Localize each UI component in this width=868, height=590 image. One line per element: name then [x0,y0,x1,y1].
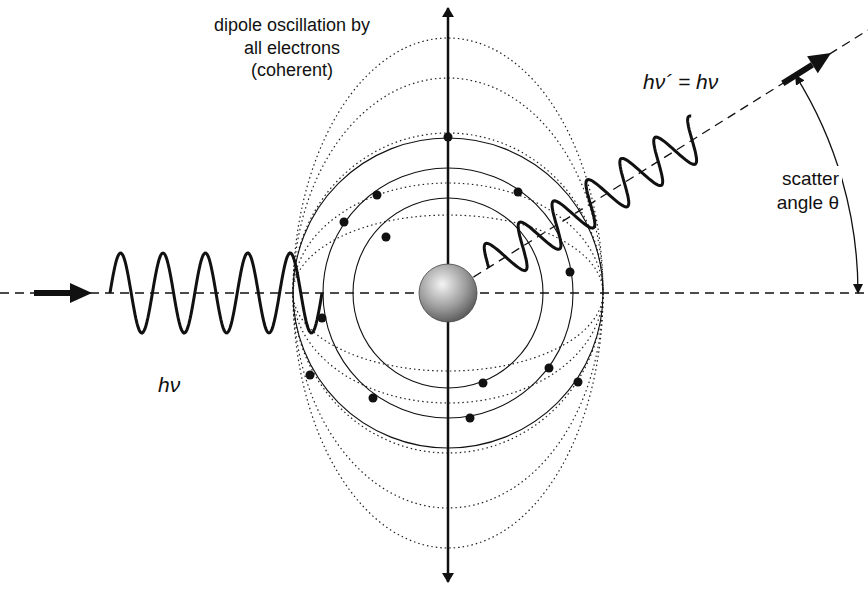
photon-energy-out: hν´ = hν [640,68,721,96]
electrons [306,133,583,423]
oscillation-axis [447,8,450,290]
scattered-arrow [783,65,813,84]
scatter-angle: scatter angle θ [756,166,842,216]
incident-arrow [70,283,92,303]
incident-wave [110,253,322,333]
dipole-note: dipole oscillation by all electrons (coh… [212,14,372,82]
oscillation-axis [447,296,450,582]
scatter-direction [448,30,868,293]
incident-arrow [34,290,72,296]
photon-energy-in: hν [158,372,180,398]
scattered-wave [484,116,696,271]
nucleus [419,264,477,322]
scattered-arrow [807,53,831,73]
